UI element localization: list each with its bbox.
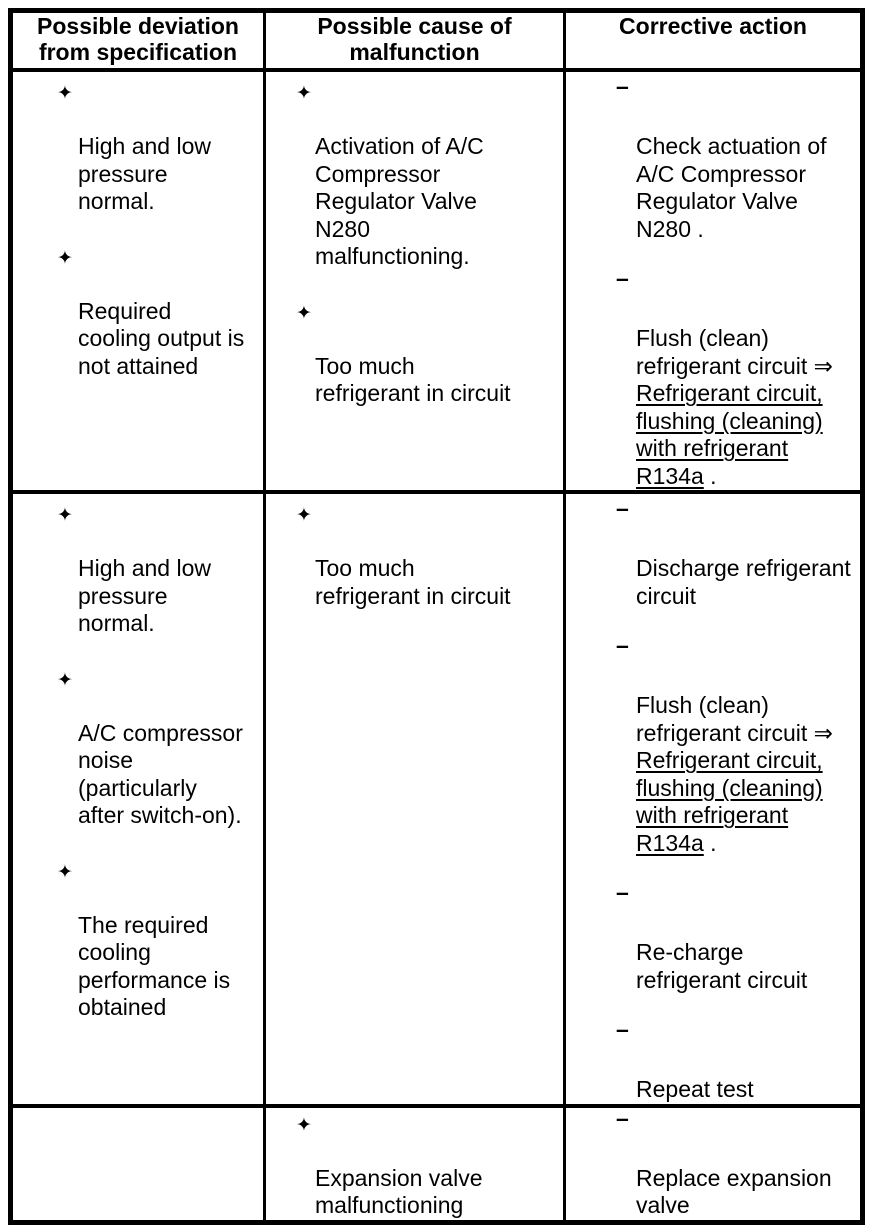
cell-deviation-row2: ✦ High and low pressure normal. ✦ A/C co… — [9, 490, 266, 1108]
item-text: . — [703, 829, 717, 856]
list-item: – Check actuation of A/C Compressor Regu… — [616, 73, 859, 243]
cell-action-row1: – Check actuation of A/C Compressor Regu… — [563, 68, 864, 494]
deviation-list-empty — [13, 1108, 263, 1110]
list-item: – Flush (clean) refrigerant circuit ⇒ Re… — [616, 265, 859, 490]
item-text: Activation of A/C Compressor Regulator V… — [315, 133, 484, 269]
item-text: Too much refrigerant in circuit — [315, 555, 511, 609]
dash-bullet-icon: – — [616, 495, 629, 521]
list-item: – Flush (clean) refrigerant circuit ⇒ Re… — [616, 632, 859, 857]
item-text: Re-charge refrigerant circuit — [636, 939, 808, 993]
cell-deviation-row1: ✦ High and low pressure normal. ✦ Requir… — [9, 68, 266, 494]
cause-list: ✦ Expansion valve malfunctioning — [266, 1108, 563, 1220]
header-possible-deviation: Possible deviation from specification — [9, 8, 266, 72]
deviation-list: ✦ High and low pressure normal. ✦ A/C co… — [13, 494, 263, 1022]
list-item: ✦ Required cooling output is not attaine… — [57, 243, 261, 381]
dash-bullet-icon: – — [616, 265, 629, 291]
item-text: Replace expansion valve — [636, 1164, 832, 1219]
cell-action-row2: – Discharge refrigerant circuit – Flush … — [563, 490, 864, 1108]
cell-cause-row1: ✦ Activation of A/C Compressor Regulator… — [263, 68, 566, 494]
item-text: Discharge refrigerant circuit — [636, 555, 851, 609]
list-item: – Re-charge refrigerant circuit — [616, 879, 859, 994]
item-text: Flush (clean) refrigerant circuit ⇒ — [636, 325, 833, 379]
list-item: ✦ High and low pressure normal. — [57, 500, 261, 638]
item-text: High and low pressure normal. — [78, 555, 211, 636]
item-text: Required cooling output is not attained — [78, 297, 245, 379]
table-row: ✦ Expansion valve malfunctioning – Repla… — [9, 1103, 864, 1224]
list-item: ✦ Too much refrigerant in circuit — [296, 500, 561, 610]
list-item: ✦ Too much refrigerant in circuit — [296, 298, 561, 408]
star-bullet-icon: ✦ — [57, 83, 73, 104]
item-text: Flush (clean) refrigerant circuit ⇒ — [636, 692, 833, 746]
star-bullet-icon: ✦ — [296, 302, 312, 324]
list-item: ✦ Activation of A/C Compressor Regulator… — [296, 78, 561, 271]
cause-list: ✦ Too much refrigerant in circuit — [266, 494, 563, 610]
star-bullet-icon: ✦ — [296, 505, 312, 526]
item-text: A/C compressor noise (particularly after… — [78, 719, 243, 829]
list-item: ✦ The required cooling performance is ob… — [57, 857, 261, 1022]
cell-cause-row3: ✦ Expansion valve malfunctioning — [263, 1103, 566, 1224]
list-item: – Replace expansion valve — [616, 1105, 859, 1220]
header-corrective-action: Corrective action — [563, 8, 864, 72]
item-text: Expansion valve malfunctioning — [315, 1164, 483, 1219]
star-bullet-icon: ✦ — [57, 669, 73, 691]
document-page: Possible deviation from specification Po… — [8, 8, 865, 1225]
dash-bullet-icon: – — [616, 1104, 629, 1131]
star-bullet-icon: ✦ — [57, 505, 73, 526]
dash-bullet-icon: – — [616, 73, 629, 99]
item-text: Check actuation of A/C Compressor Regula… — [636, 133, 827, 242]
item-text: High and low pressure normal. — [78, 133, 211, 214]
troubleshooting-table: Possible deviation from specification Po… — [8, 8, 865, 1225]
item-text: Repeat test — [636, 1076, 754, 1102]
table-row: ✦ High and low pressure normal. ✦ A/C co… — [9, 490, 864, 1108]
item-text: The required cooling performance is obta… — [78, 911, 231, 1021]
cell-cause-row2: ✦ Too much refrigerant in circuit — [263, 490, 566, 1108]
action-list: – Check actuation of A/C Compressor Regu… — [566, 72, 860, 490]
dash-bullet-icon: – — [616, 632, 629, 658]
star-bullet-icon: ✦ — [296, 83, 312, 104]
list-item: – Discharge refrigerant circuit — [616, 495, 859, 610]
table-row: ✦ High and low pressure normal. ✦ Requir… — [9, 68, 864, 494]
action-list: – Replace expansion valve — [566, 1105, 860, 1220]
reference-link[interactable]: Refrigerant circuit, flushing (cleaning)… — [636, 747, 823, 856]
star-bullet-icon: ✦ — [57, 861, 73, 883]
list-item: ✦ A/C compressor noise (particularly aft… — [57, 665, 261, 830]
deviation-list: ✦ High and low pressure normal. ✦ Requir… — [13, 72, 263, 380]
star-bullet-icon: ✦ — [57, 247, 73, 269]
cell-deviation-row3 — [9, 1103, 266, 1224]
reference-link[interactable]: Refrigerant circuit, flushing (cleaning)… — [636, 380, 823, 489]
cell-action-row3: – Replace expansion valve — [563, 1103, 864, 1224]
dash-bullet-icon: – — [616, 879, 629, 905]
item-text: Too much refrigerant in circuit — [315, 352, 511, 407]
item-text: . — [703, 462, 717, 489]
action-list: – Discharge refrigerant circuit – Flush … — [566, 494, 860, 1104]
list-item: ✦ High and low pressure normal. — [57, 78, 261, 216]
dash-bullet-icon: – — [616, 1016, 629, 1042]
list-item: ✦ Expansion valve malfunctioning — [296, 1110, 561, 1220]
list-item: – Repeat test — [616, 1016, 859, 1104]
star-bullet-icon: ✦ — [296, 1114, 312, 1136]
header-possible-cause: Possible cause of malfunction — [263, 8, 566, 72]
table-header-row: Possible deviation from specification Po… — [9, 8, 864, 72]
cause-list: ✦ Activation of A/C Compressor Regulator… — [266, 72, 563, 408]
